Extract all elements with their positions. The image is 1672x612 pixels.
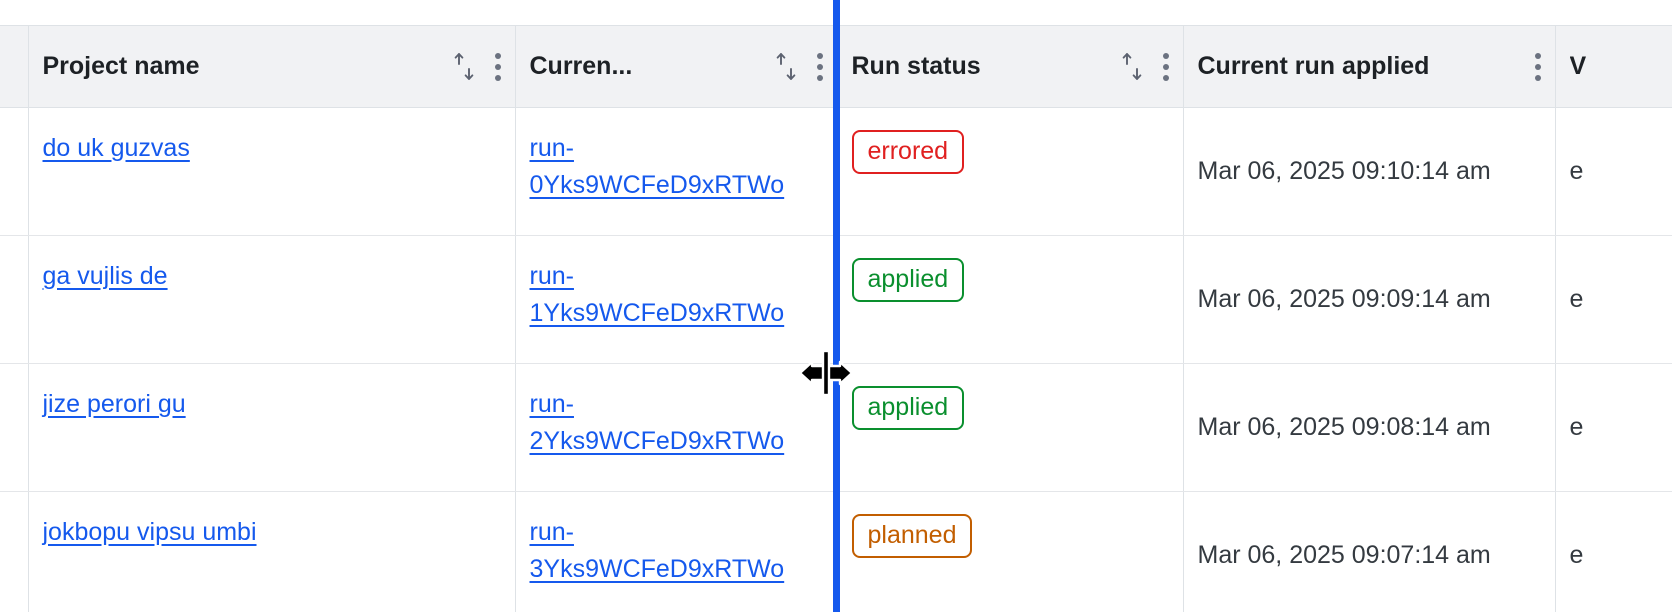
cell-overflow: e <box>1555 363 1672 492</box>
kebab-menu-icon[interactable] <box>816 52 823 81</box>
top-gutter <box>0 0 1672 25</box>
cell-current-run: run-0Yks9WCFeD9xRTWo <box>515 107 838 236</box>
table-row[interactable]: do uk guzvas run-0Yks9WCFeD9xRTWo errore… <box>0 107 1672 236</box>
project-name-link[interactable]: jokbopu vipsu umbi <box>42 518 257 546</box>
sort-arrows-icon[interactable] <box>1121 52 1145 82</box>
column-header-current-run[interactable]: Curren... <box>515 25 838 108</box>
table-row[interactable]: jokbopu vipsu umbi run-3Yks9WCFeD9xRTWo … <box>0 491 1672 612</box>
cell-overflow: e <box>1555 107 1672 236</box>
current-run-link[interactable]: run-0Yks9WCFeD9xRTWo <box>529 134 785 199</box>
cell-current-run-applied: Mar 06, 2025 09:07:14 am <box>1183 491 1556 612</box>
column-header-current-run-applied[interactable]: Current run applied <box>1183 25 1556 108</box>
status-badge: applied <box>851 258 965 302</box>
row-select-cell[interactable] <box>0 491 29 612</box>
column-header-select[interactable] <box>0 25 29 108</box>
table-row[interactable]: ga vujlis de run-1Yks9WCFeD9xRTWo applie… <box>0 235 1672 364</box>
column-header-label-project-name: Project name <box>42 52 200 80</box>
cell-current-run: run-3Yks9WCFeD9xRTWo <box>515 491 838 612</box>
applied-timestamp: Mar 06, 2025 09:08:14 am <box>1197 413 1491 441</box>
project-name-link[interactable]: jize perori gu <box>42 390 186 418</box>
project-name-link[interactable]: do uk guzvas <box>42 134 190 162</box>
status-badge: applied <box>851 386 965 430</box>
column-header-label-current-run: Curren... <box>529 52 633 80</box>
applied-timestamp: Mar 06, 2025 09:09:14 am <box>1197 285 1491 313</box>
cell-project-name: ga vujlis de <box>28 235 516 364</box>
overflow-text: e <box>1569 413 1584 441</box>
cell-project-name: jokbopu vipsu umbi <box>28 491 516 612</box>
kebab-menu-icon[interactable] <box>1162 52 1169 81</box>
overflow-text: e <box>1569 285 1584 313</box>
cell-current-run: run-1Yks9WCFeD9xRTWo <box>515 235 838 364</box>
status-badge: errored <box>851 130 965 174</box>
projects-table: Project name <box>0 25 1672 612</box>
cell-run-status: applied <box>837 363 1184 492</box>
table-body: do uk guzvas run-0Yks9WCFeD9xRTWo errore… <box>0 107 1672 612</box>
cell-run-status: applied <box>837 235 1184 364</box>
overflow-text: e <box>1569 157 1584 185</box>
project-name-link[interactable]: ga vujlis de <box>42 262 168 290</box>
column-header-label-run-status: Run status <box>851 52 981 80</box>
cell-run-status: planned <box>837 491 1184 612</box>
row-select-cell[interactable] <box>0 363 29 492</box>
current-run-link[interactable]: run-3Yks9WCFeD9xRTWo <box>529 518 785 583</box>
header-row: Project name <box>0 25 1672 108</box>
table-header: Project name <box>0 25 1672 108</box>
cell-project-name: do uk guzvas <box>28 107 516 236</box>
current-run-link[interactable]: run-1Yks9WCFeD9xRTWo <box>529 262 785 327</box>
column-header-label-overflow: V <box>1569 52 1587 80</box>
cell-run-status: errored <box>837 107 1184 236</box>
current-run-link[interactable]: run-2Yks9WCFeD9xRTWo <box>529 390 785 455</box>
cell-current-run-applied: Mar 06, 2025 09:09:14 am <box>1183 235 1556 364</box>
status-badge: planned <box>851 514 973 558</box>
cell-current-run-applied: Mar 06, 2025 09:10:14 am <box>1183 107 1556 236</box>
column-header-run-status[interactable]: Run status <box>837 25 1184 108</box>
table-wrap: Project name <box>0 25 1672 612</box>
cell-current-run: run-2Yks9WCFeD9xRTWo <box>515 363 838 492</box>
sort-arrows-icon[interactable] <box>453 52 477 82</box>
cell-overflow: e <box>1555 235 1672 364</box>
cell-overflow: e <box>1555 491 1672 612</box>
cell-current-run-applied: Mar 06, 2025 09:08:14 am <box>1183 363 1556 492</box>
column-header-project-name[interactable]: Project name <box>28 25 516 108</box>
cell-project-name: jize perori gu <box>28 363 516 492</box>
column-header-label-current-run-applied: Current run applied <box>1197 52 1430 80</box>
column-header-overflow[interactable]: V <box>1555 25 1672 108</box>
row-select-cell[interactable] <box>0 235 29 364</box>
applied-timestamp: Mar 06, 2025 09:10:14 am <box>1197 157 1491 185</box>
overflow-text: e <box>1569 541 1584 569</box>
kebab-menu-icon[interactable] <box>494 52 501 81</box>
table-row[interactable]: jize perori gu run-2Yks9WCFeD9xRTWo appl… <box>0 363 1672 492</box>
sort-arrows-icon[interactable] <box>775 52 799 82</box>
row-select-cell[interactable] <box>0 107 29 236</box>
applied-timestamp: Mar 06, 2025 09:07:14 am <box>1197 541 1491 569</box>
kebab-menu-icon[interactable] <box>1534 52 1541 81</box>
